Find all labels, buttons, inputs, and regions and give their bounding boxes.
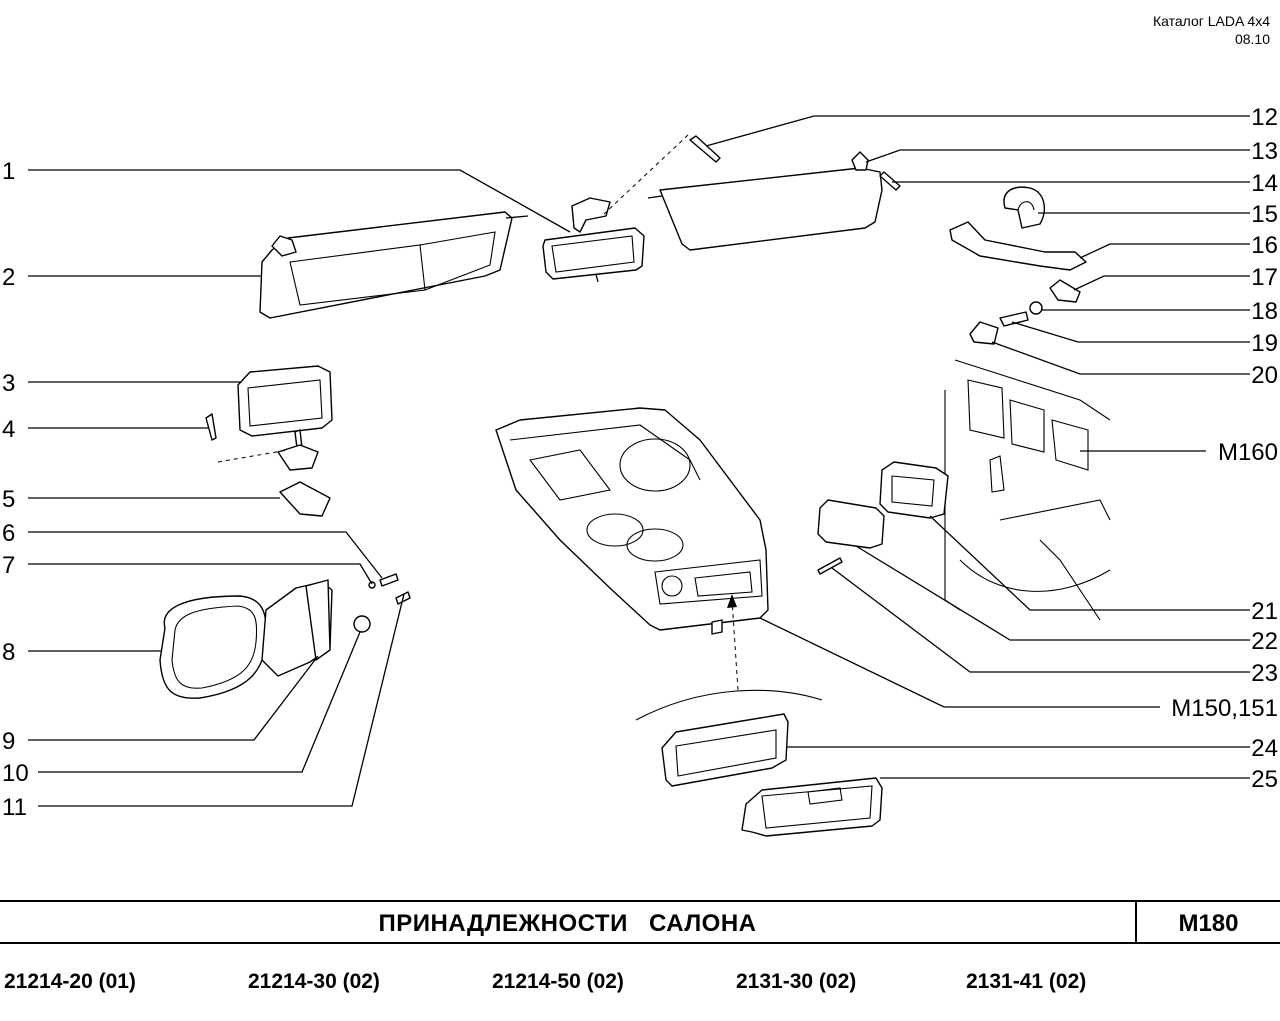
catalog-header: Каталог LADA 4x4 08.10 [1153,12,1270,48]
callout-m160: М160 [1218,439,1278,466]
callout-m150: М150,151 [1171,695,1278,722]
section-code: М180 [1135,902,1280,942]
callout-12: 12 [1251,104,1278,131]
callout-7: 7 [2,552,15,579]
screw-23 [817,557,843,575]
callout-numbers: 1 2 3 4 5 6 7 8 9 10 11 12 13 14 15 16 1… [2,104,1278,821]
callout-18: 18 [1251,298,1278,325]
sun-visor-left [259,211,529,319]
leader-lines [28,115,1250,807]
callout-25: 25 [1251,766,1278,793]
interior-mirror [542,197,645,283]
sun-visor-right [647,151,901,251]
catalog-name: Каталог LADA 4x4 [1152,13,1270,29]
title-bar: ПРИНАДЛЕЖНОСТИ САЛОНА М180 [0,900,1280,944]
center-console [495,407,769,635]
section-title: ПРИНАДЛЕЖНОСТИ САЛОНА [378,910,757,937]
hook-15 [1003,186,1046,229]
gasket-5 [279,481,331,517]
callout-19: 19 [1251,330,1278,357]
callout-4: 4 [2,416,15,443]
callout-10: 10 [2,760,29,787]
callout-11: 11 [2,794,27,821]
insert-arrow [635,594,823,721]
plug-22 [817,499,885,549]
callout-23: 23 [1251,660,1278,687]
catalog-date: 08.10 [1234,31,1270,47]
outside-mirror-small [205,365,333,471]
model-list: 21214-20 (01) 21214-30 (02) 21214-50 (02… [0,970,1280,1000]
model-item: 2131-41 (02) [966,970,1087,993]
callout-13: 13 [1251,138,1278,165]
dashboard-segment [944,359,1111,621]
callout-15: 15 [1251,201,1278,228]
model-item: 21214-30 (02) [248,970,380,993]
callout-22: 22 [1251,628,1278,655]
callout-20: 20 [1251,362,1278,389]
handle-16 [949,221,1087,271]
callout-14: 14 [1251,170,1278,197]
callout-17: 17 [1251,264,1278,291]
model-item: 21214-20 (01) [4,970,136,993]
callout-16: 16 [1251,232,1278,259]
callout-21: 21 [1251,598,1278,625]
outside-mirror-large [159,573,411,699]
small-parts-17-20 [969,279,1081,345]
callout-3: 3 [2,370,15,397]
lamp-frame-21 [879,461,949,519]
frame-24-lamp-25 [661,713,883,837]
callout-5: 5 [2,486,15,513]
callout-9: 9 [2,728,15,755]
callout-6: 6 [2,520,15,547]
callout-8: 8 [2,639,15,666]
model-item: 2131-30 (02) [736,970,857,993]
callout-2: 2 [2,264,15,291]
model-item: 21214-50 (02) [492,970,624,993]
callout-1: 1 [2,158,15,185]
callout-24: 24 [1251,735,1278,762]
screw-12 [603,134,721,215]
parts-diagram: 1 2 3 4 5 6 7 8 9 10 11 12 13 14 15 16 1… [2,104,1278,837]
